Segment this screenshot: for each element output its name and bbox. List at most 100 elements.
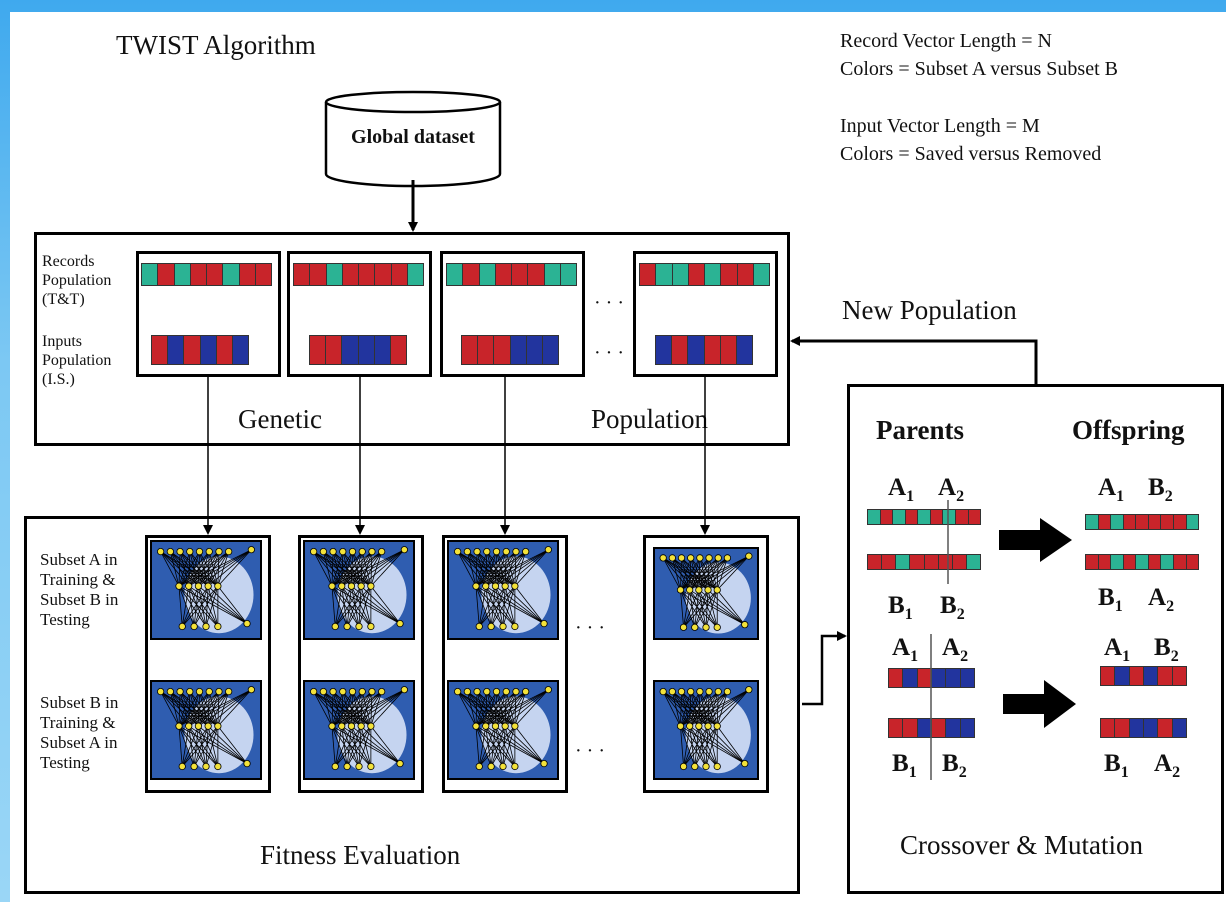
vector-cell	[896, 555, 911, 569]
vector-cell	[1186, 515, 1199, 529]
vector-cell	[893, 510, 906, 524]
fitness-to-crossover-arrow	[802, 631, 847, 706]
inputs-population-label: Inputs Population (I.S.)	[42, 333, 112, 388]
ellipsis: · · ·	[594, 292, 624, 314]
vector-cell	[705, 264, 722, 285]
vector-cell	[1172, 667, 1186, 685]
network-graph	[305, 682, 413, 778]
vector-cell	[310, 336, 327, 364]
legend-input-length: Input Vector Length = M	[840, 115, 1040, 137]
vector-cell	[391, 264, 408, 285]
vector-cell	[721, 264, 738, 285]
vector-cell	[1148, 515, 1162, 529]
vector-cell	[216, 336, 233, 364]
connector-lines	[203, 180, 1076, 780]
vector-cell	[952, 555, 967, 569]
label-b2: B2	[1148, 474, 1173, 505]
crossover-mutation-title: Crossover & Mutation	[900, 830, 1143, 860]
parent-record-vector	[867, 554, 981, 570]
records-population-label: Records Population (T&T)	[42, 253, 112, 308]
neural-network-icon	[150, 680, 262, 780]
vector-cell	[560, 264, 576, 285]
offspring-record-vector	[1085, 554, 1199, 570]
population-label: Population	[591, 404, 709, 434]
vector-cell	[905, 510, 919, 524]
network-graph	[449, 682, 557, 778]
vector-cell	[190, 264, 207, 285]
vector-cell	[207, 264, 224, 285]
vector-cell	[737, 264, 754, 285]
parents-label: Parents	[876, 415, 964, 445]
label-b1: B1	[888, 592, 913, 623]
vector-cell	[1111, 515, 1124, 529]
vector-cell	[184, 336, 201, 364]
vector-cell	[447, 264, 464, 285]
network-graph	[152, 682, 260, 778]
label-b2: B2	[940, 592, 965, 623]
vector-cell	[868, 510, 881, 524]
vector-cell	[1098, 515, 1112, 529]
vector-cell	[889, 669, 904, 687]
vector-cell	[462, 336, 479, 364]
vector-cell	[943, 510, 956, 524]
parent-input-vector	[888, 718, 975, 738]
vector-cell	[640, 264, 657, 285]
vector-cell	[479, 264, 496, 285]
vector-cell	[889, 719, 904, 737]
neural-network-icon	[150, 540, 262, 640]
offspring-input-vector	[1100, 718, 1187, 738]
record-vector	[446, 263, 577, 286]
network-graph	[655, 682, 757, 778]
label-a1: A1	[1104, 634, 1131, 665]
vector-cell	[910, 555, 925, 569]
ellipsis: · · ·	[575, 740, 605, 762]
vector-cell	[375, 264, 392, 285]
network-graph	[449, 542, 557, 638]
new-population-label: New Population	[842, 295, 1017, 325]
vector-cell	[903, 669, 918, 687]
neural-network-icon	[653, 547, 759, 640]
vector-cell	[1173, 555, 1187, 569]
vector-cell	[688, 336, 705, 364]
vector-cell	[960, 669, 974, 687]
vector-cell	[966, 555, 980, 569]
vector-cell	[200, 336, 217, 364]
vector-cell	[720, 336, 737, 364]
vector-cell	[478, 336, 495, 364]
vector-cell	[342, 264, 359, 285]
label-b2: B2	[942, 750, 967, 781]
vector-cell	[880, 510, 894, 524]
vector-cell	[1111, 555, 1124, 569]
vector-cell	[1101, 667, 1116, 685]
vector-cell	[1098, 555, 1112, 569]
vector-cell	[1123, 555, 1137, 569]
vector-cell	[528, 264, 545, 285]
big-right-arrow-icon	[1003, 680, 1076, 728]
vector-cell	[704, 336, 721, 364]
vector-cell	[918, 510, 931, 524]
vector-cell	[924, 555, 939, 569]
vector-cell	[174, 264, 191, 285]
record-vector	[141, 263, 272, 286]
label-a2: A2	[1148, 584, 1175, 615]
vector-cell	[882, 555, 897, 569]
vector-cell	[946, 719, 961, 737]
neural-network-icon	[447, 680, 559, 780]
label-b1: B1	[892, 750, 917, 781]
diagram-canvas: TWIST Algorithm Record Vector Length = N…	[10, 12, 1226, 902]
vector-cell	[672, 264, 689, 285]
vector-cell	[1115, 667, 1130, 685]
vector-cell	[1136, 515, 1149, 529]
vector-cell	[753, 264, 769, 285]
record-vector	[293, 263, 424, 286]
vector-cell	[142, 264, 159, 285]
vector-cell	[938, 555, 953, 569]
vector-cell	[326, 264, 343, 285]
offspring-label: Offspring	[1072, 415, 1185, 445]
vector-cell	[960, 719, 974, 737]
database-cylinder-icon	[324, 90, 502, 188]
row1-label: Subset A in Training & Subset B in Testi…	[40, 550, 119, 629]
record-vector	[639, 263, 770, 286]
vector-cell	[955, 510, 969, 524]
label-a2: A2	[1154, 750, 1181, 781]
